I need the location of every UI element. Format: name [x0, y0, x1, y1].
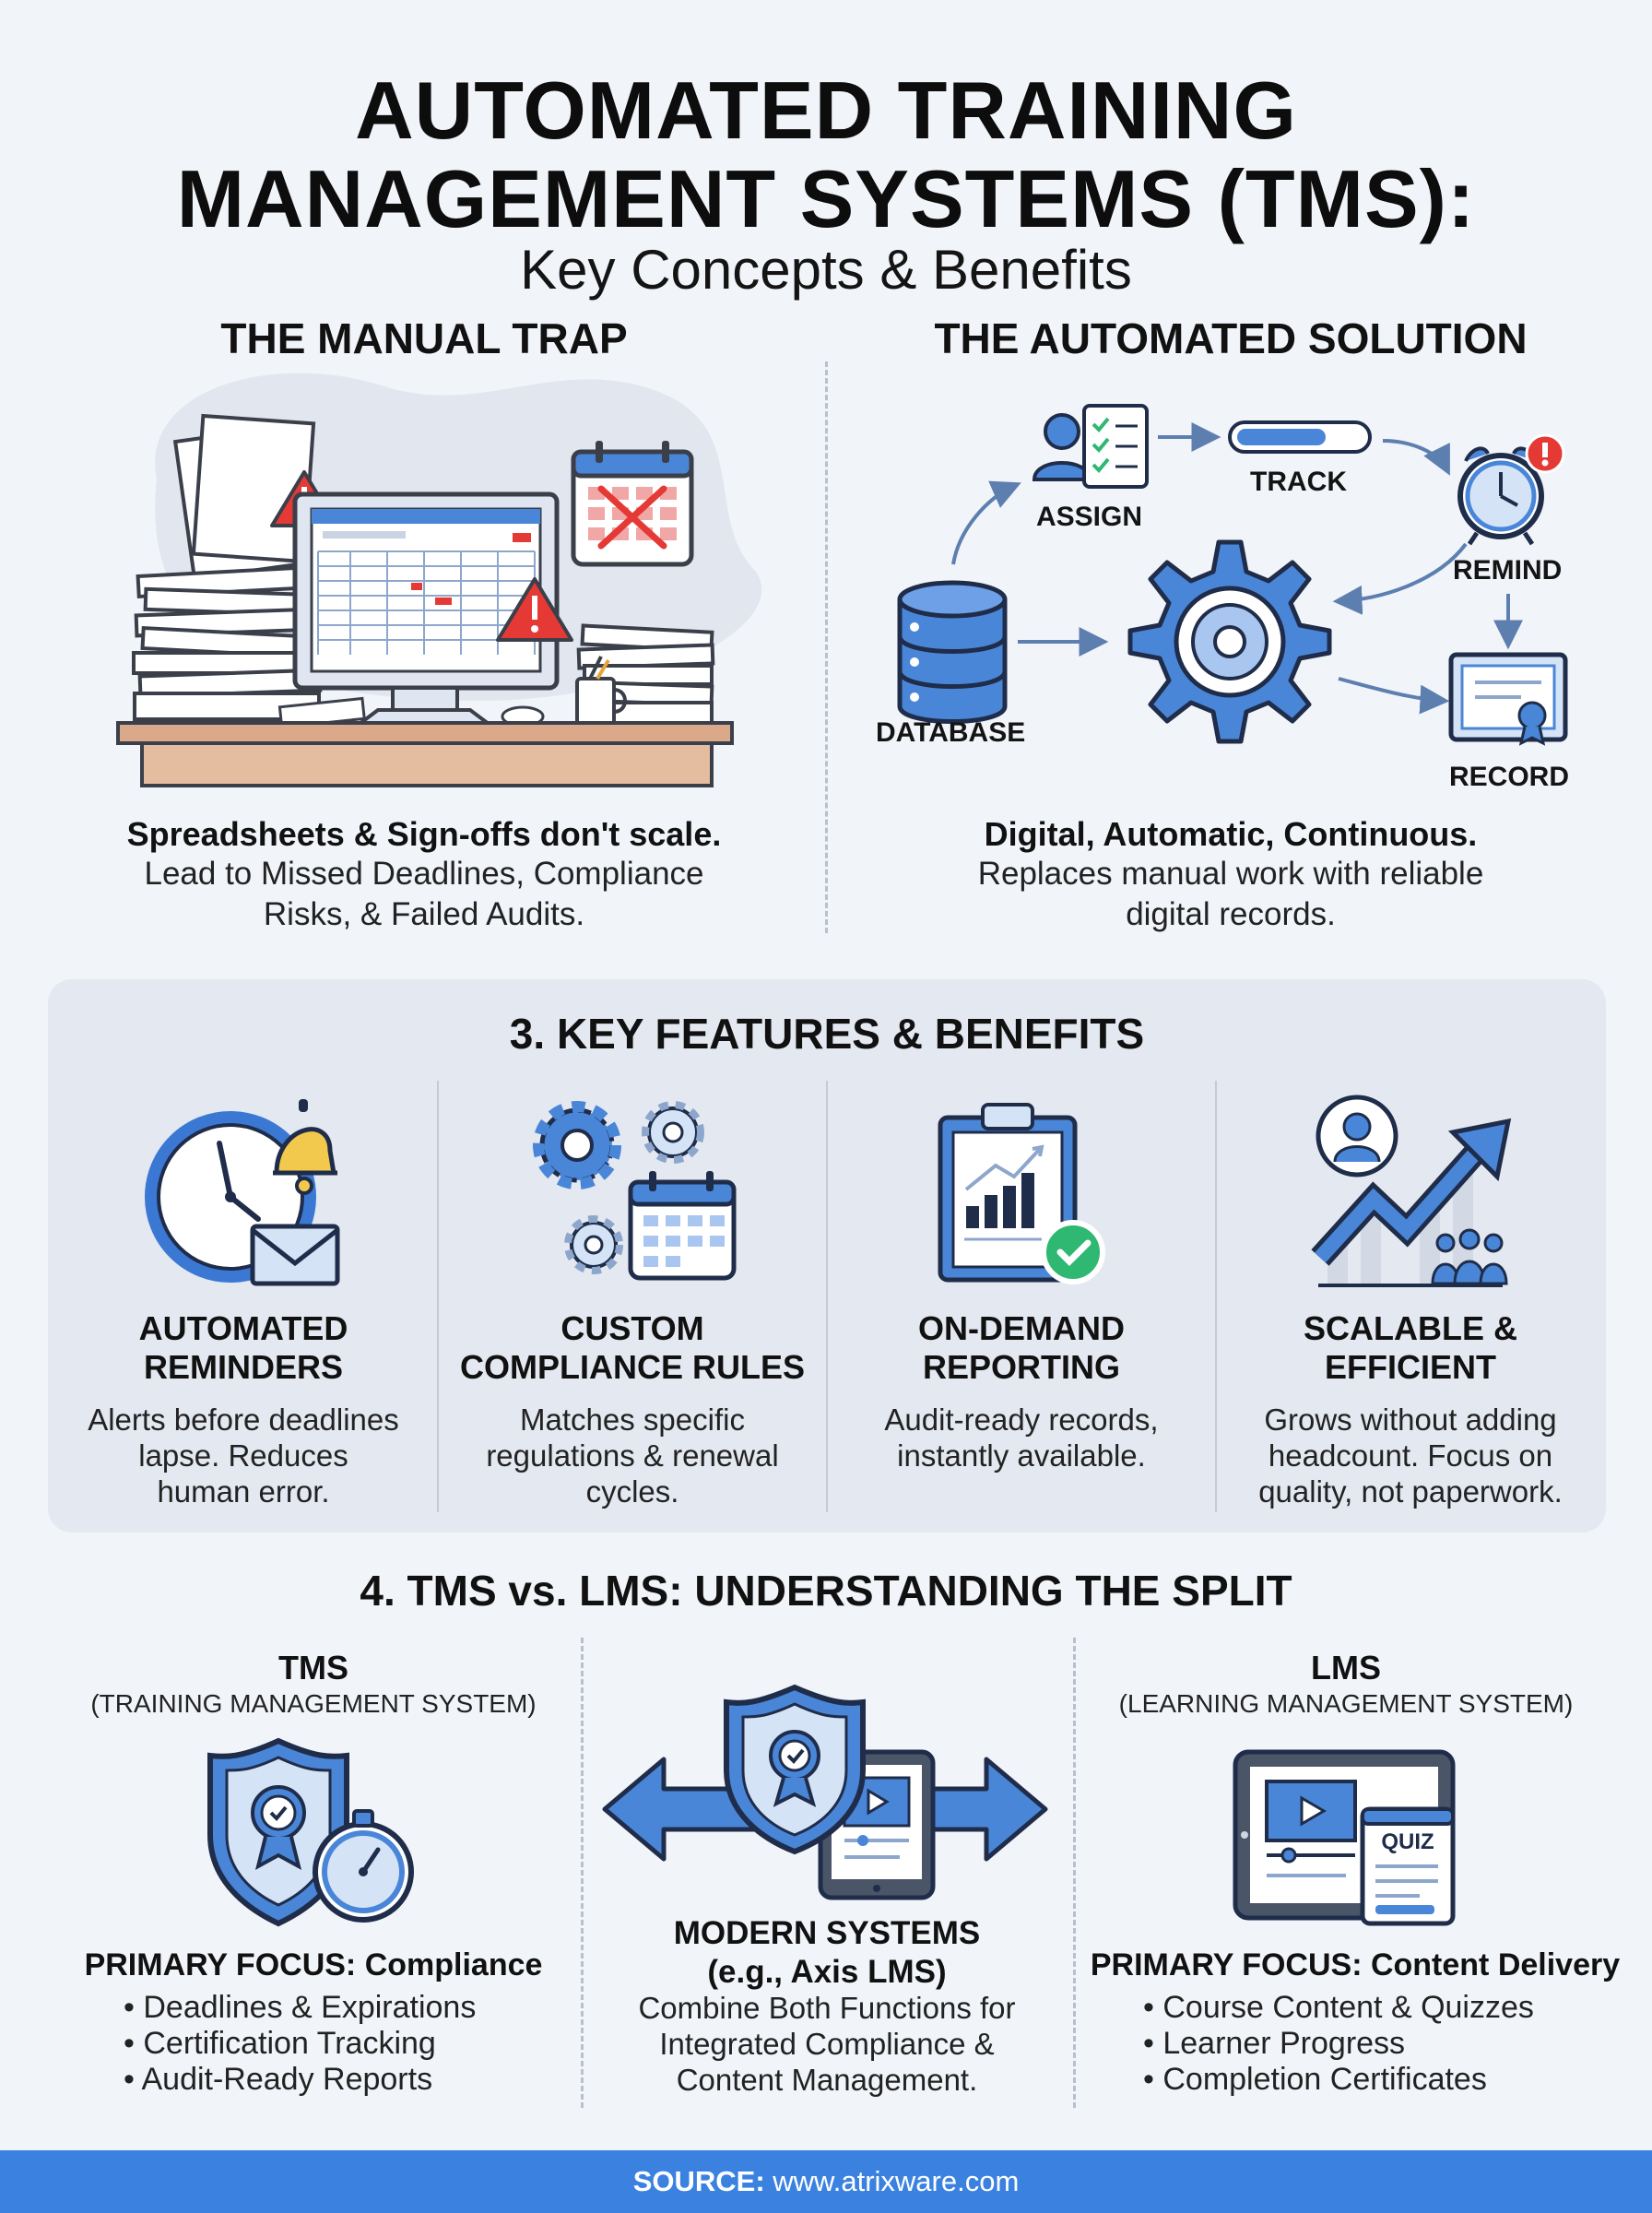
section-divider	[825, 361, 828, 933]
comparison-divider	[1073, 1638, 1076, 2108]
title-line-2: MANAGEMENT SYSTEMS (TMS):	[176, 153, 1476, 244]
modern-systems-desc: Combine Both Functions for Integrated Co…	[638, 1991, 1016, 2097]
assign-person-checklist-icon	[1032, 404, 1149, 489]
record-label: RECORD	[1449, 762, 1570, 792]
assign-label: ASSIGN	[1036, 502, 1143, 532]
feature-divider	[826, 1081, 828, 1512]
page-title: AUTOMATED TRAINING MANAGEMENT SYSTEMS (T…	[0, 66, 1652, 243]
automated-caption-bold: Digital, Automatic, Continuous.	[984, 815, 1478, 853]
gear-icon	[1127, 539, 1332, 744]
manual-trap-heading: THE MANUAL TRAP	[220, 314, 628, 362]
tms-bullet-list: Deadlines & Expirations Certification Tr…	[124, 1990, 476, 2098]
remind-label: REMIND	[1453, 555, 1563, 586]
comparison-heading: 4. TMS vs. LMS: UNDERSTANDING THE SPLIT	[360, 1567, 1292, 1615]
tms-full-name: (TRAINING MANAGEMENT SYSTEM)	[90, 1689, 537, 1718]
automated-caption-line-2: digital records.	[1126, 896, 1336, 932]
warning-icon	[496, 577, 573, 642]
lms-bullet-list: Course Content & Quizzes Learner Progres…	[1143, 1990, 1534, 2098]
feature-4-title: SCALABLE & EFFICIENT	[1304, 1309, 1517, 1386]
track-label: TRACK	[1250, 467, 1347, 497]
title-line-1: AUTOMATED TRAINING	[355, 65, 1297, 156]
quiz-label: QUIZ	[1381, 1829, 1434, 1854]
gears-calendar-icon	[533, 1101, 737, 1281]
feature-1-title: AUTOMATED REMINDERS	[138, 1309, 348, 1386]
list-item: Certification Tracking	[124, 2026, 476, 2062]
tablet-quiz-icon	[1233, 1749, 1456, 1926]
list-item: Completion Certificates	[1143, 2062, 1534, 2098]
feature-1-desc: Alerts before deadlines lapse. Reduces h…	[88, 1402, 399, 1509]
list-item: Learner Progress	[1143, 2026, 1534, 2062]
track-progress-bar-icon	[1228, 420, 1372, 454]
manual-caption-line-2: Risks, & Failed Audits.	[263, 896, 585, 932]
database-icon	[897, 580, 1008, 724]
lms-name: LMS	[1311, 1649, 1381, 1686]
source-link[interactable]: www.atrixware.com	[773, 2165, 1020, 2197]
clock-bell-envelope-icon	[145, 1099, 340, 1286]
comparison-divider	[581, 1638, 584, 2108]
features-heading: 3. KEY FEATURES & BENEFITS	[509, 1010, 1145, 1058]
modern-systems-title: MODERN SYSTEMS (e.g., Axis LMS)	[673, 1915, 981, 1990]
automated-caption-line-1: Replaces manual work with reliable	[977, 856, 1484, 892]
clipboard-chart-check-icon	[938, 1103, 1105, 1284]
feature-3-title: ON-DEMAND REPORTING	[918, 1309, 1125, 1386]
feature-4-desc: Grows without adding headcount. Focus on…	[1258, 1402, 1563, 1509]
database-label: DATABASE	[876, 717, 1026, 748]
feature-2-desc: Matches specific regulations & renewal c…	[486, 1402, 779, 1509]
growth-arrow-people-icon	[1311, 1095, 1512, 1287]
shield-certificate-icon	[724, 1684, 866, 1855]
calendar-x-icon	[571, 441, 694, 567]
lms-primary-focus: PRIMARY FOCUS: Content Delivery	[1090, 1947, 1621, 1982]
remind-alarm-clock-icon	[1457, 433, 1565, 546]
page-subtitle: Key Concepts & Benefits	[520, 239, 1132, 301]
source-footer: SOURCE: www.atrixware.com	[0, 2150, 1652, 2213]
record-certificate-icon	[1448, 652, 1568, 746]
lms-full-name: (LEARNING MANAGEMENT SYSTEM)	[1118, 1689, 1574, 1718]
tms-name: TMS	[278, 1649, 348, 1686]
manual-caption-line-1: Lead to Missed Deadlines, Compliance	[144, 856, 704, 892]
list-item: Audit-Ready Reports	[124, 2062, 476, 2098]
feature-divider	[437, 1081, 439, 1512]
feature-divider	[1215, 1081, 1217, 1512]
manual-caption-bold: Spreadsheets & Sign-offs don't scale.	[126, 815, 722, 853]
automated-solution-heading: THE AUTOMATED SOLUTION	[934, 314, 1528, 362]
feature-2-title: CUSTOM COMPLIANCE RULES	[459, 1309, 805, 1386]
tms-primary-focus: PRIMARY FOCUS: Compliance	[84, 1947, 543, 1982]
list-item: Deadlines & Expirations	[124, 1990, 476, 2026]
shield-stopwatch-icon	[207, 1737, 414, 1927]
list-item: Course Content & Quizzes	[1143, 1990, 1534, 2026]
feature-3-desc: Audit-ready records, instantly available…	[884, 1402, 1159, 1473]
source-label: SOURCE:	[632, 2165, 765, 2197]
